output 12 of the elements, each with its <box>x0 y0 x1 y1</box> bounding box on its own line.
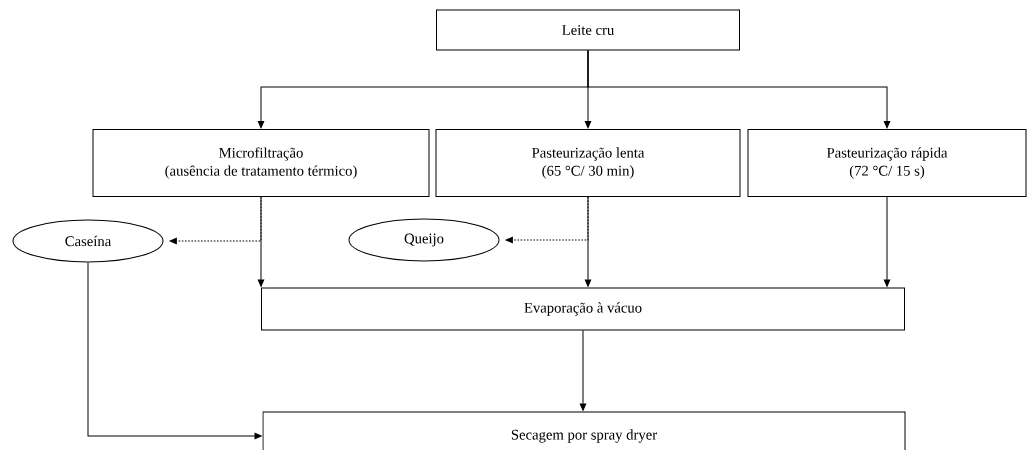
process-box: Secagem por spray dryer <box>262 411 906 450</box>
arrow <box>584 196 592 287</box>
arrow <box>587 50 891 129</box>
arrow <box>579 330 587 411</box>
process-box: Pasteurização rápida (72 °C/ 15 s) <box>747 129 1027 197</box>
process-box: Microfiltração (ausência de tratamento térmico) <box>92 129 430 197</box>
arrow <box>87 262 262 440</box>
process-box: Evaporação à vácuo <box>261 287 905 331</box>
process-box: Pasteurização lenta (65 °C/ 30 min) <box>435 129 741 197</box>
arrow <box>257 196 265 287</box>
arrow <box>883 196 891 287</box>
process-box: Leite cru <box>436 9 740 51</box>
